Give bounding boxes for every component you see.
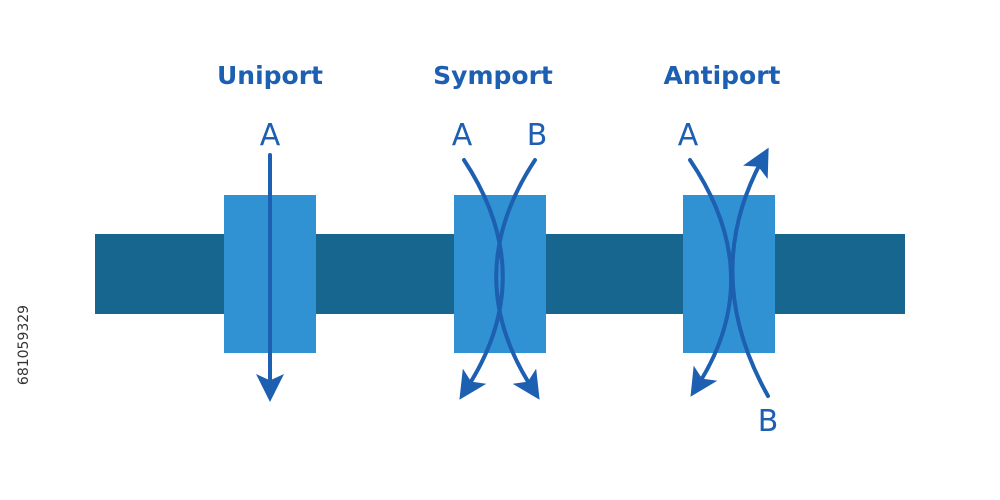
antiport-molecule-b: B: [758, 404, 779, 439]
uniport-title: Uniport: [217, 61, 323, 90]
antiport-molecule-a: A: [678, 118, 699, 153]
stock-id-label: 681059329: [16, 305, 32, 385]
symport-arrow-a: [459, 158, 505, 400]
antiport-title: Antiport: [663, 61, 780, 90]
symport-molecule-a: A: [452, 118, 473, 153]
symport-arrow-b: [494, 158, 540, 400]
antiport-arrow-b-outward: [730, 147, 770, 398]
uniport-molecule-a: A: [260, 118, 281, 153]
symport-title: Symport: [433, 61, 553, 90]
symport-protein: [454, 195, 546, 353]
symport-molecule-b: B: [527, 118, 548, 153]
